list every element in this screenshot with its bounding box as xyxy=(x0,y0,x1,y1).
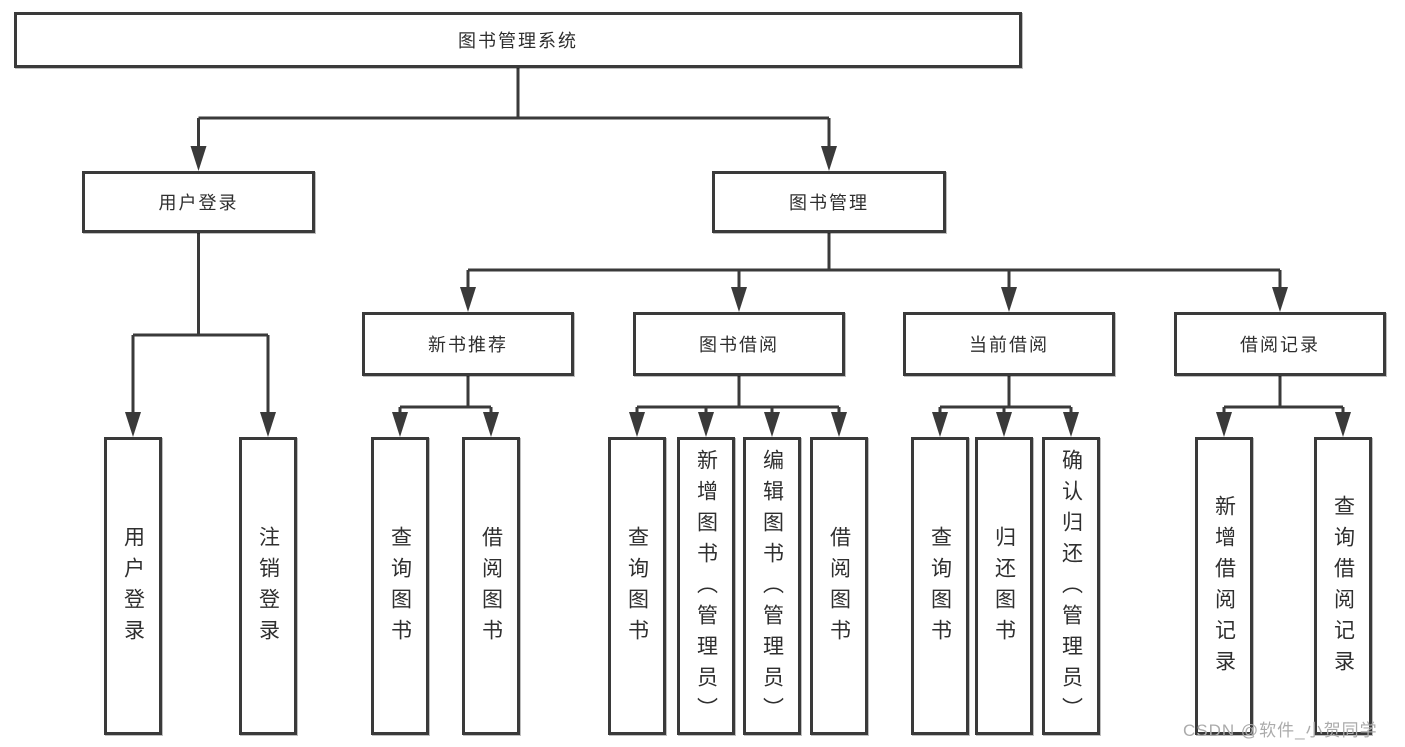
leaf-borrow-books-recommend: 借阅图书 xyxy=(462,437,520,735)
node-current-borrow: 当前借阅 xyxy=(903,312,1115,376)
leaf-query-books-borrow: 查询图书 xyxy=(608,437,666,735)
leaf-add-book-admin: 新增图书（管理员） xyxy=(677,437,735,735)
node-book-borrow: 图书借阅 xyxy=(633,312,845,376)
node-user-login: 用户登录 xyxy=(82,171,315,233)
leaf-return-book: 归还图书 xyxy=(975,437,1033,735)
leaf-confirm-return-admin: 确认归还（管理员） xyxy=(1042,437,1100,735)
csdn-watermark: CSDN @软件_小贺同学 xyxy=(1183,721,1378,740)
leaf-edit-book-admin: 编辑图书（管理员） xyxy=(743,437,801,735)
leaf-query-books-current: 查询图书 xyxy=(911,437,969,735)
node-book-management: 图书管理 xyxy=(712,171,946,233)
leaf-query-borrow-record: 查询借阅记录 xyxy=(1314,437,1372,735)
leaf-query-books-recommend: 查询图书 xyxy=(371,437,429,735)
leaf-logout: 注销登录 xyxy=(239,437,297,735)
node-new-book-recommend: 新书推荐 xyxy=(362,312,574,376)
leaf-borrow-books: 借阅图书 xyxy=(810,437,868,735)
leaf-add-borrow-record: 新增借阅记录 xyxy=(1195,437,1253,735)
leaf-user-login: 用户登录 xyxy=(104,437,162,735)
node-root-system: 图书管理系统 xyxy=(14,12,1022,68)
node-borrow-records: 借阅记录 xyxy=(1174,312,1386,376)
